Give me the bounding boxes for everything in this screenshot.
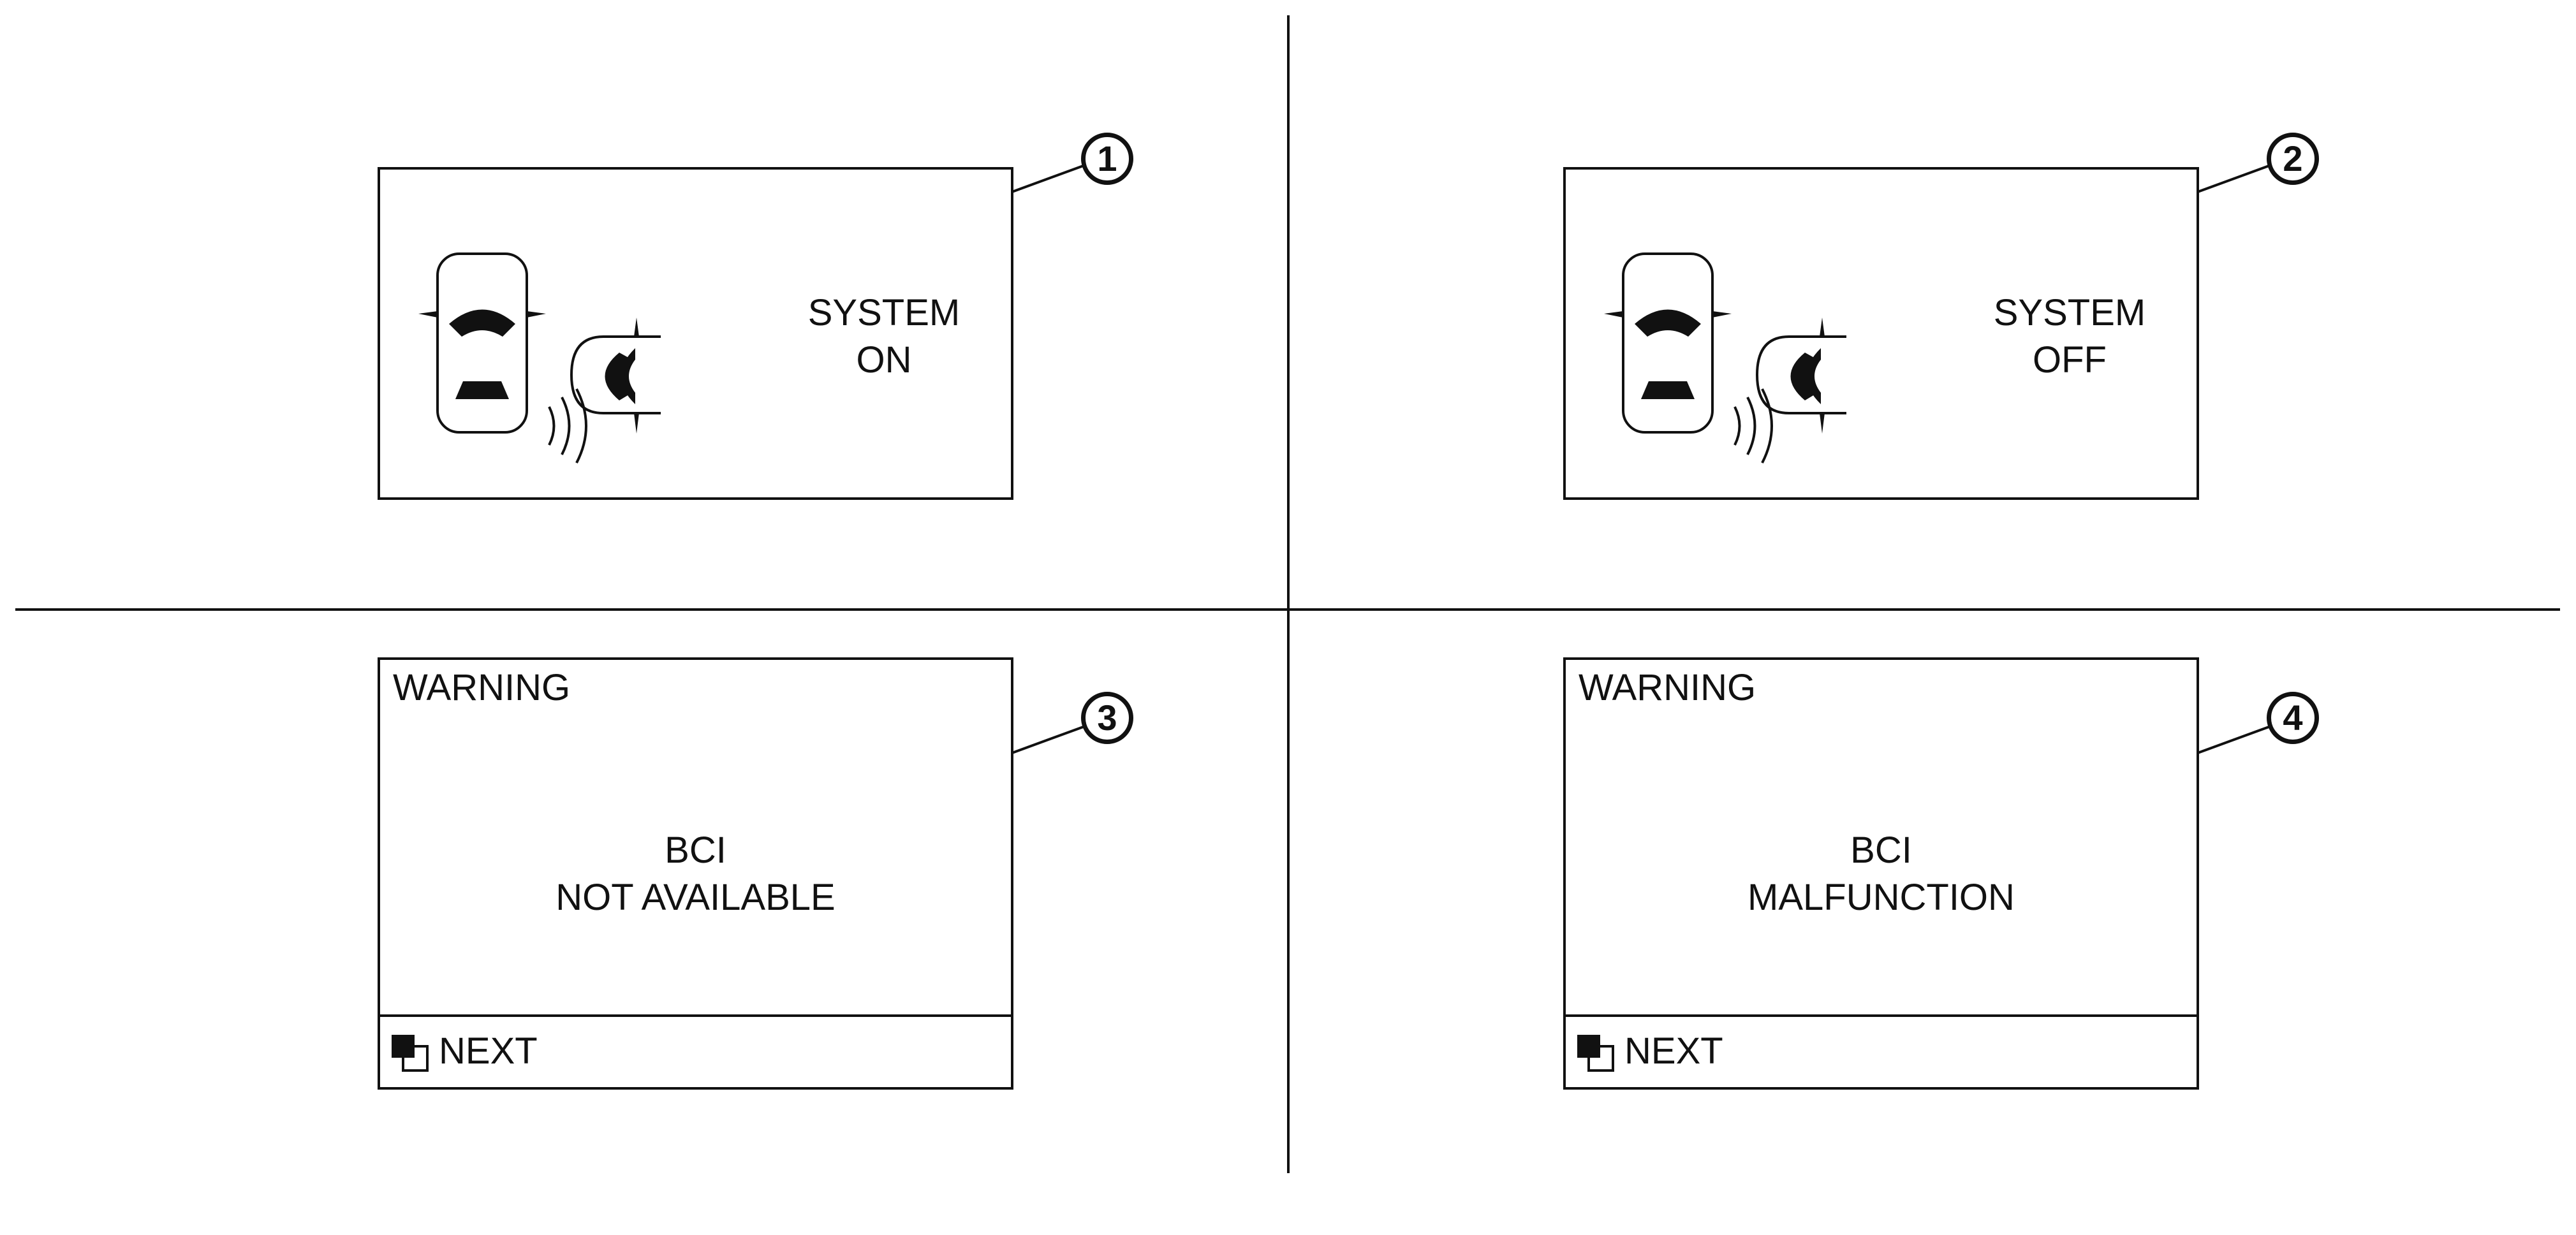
panel-warning-malfunction: WARNING BCI MALFUNCTION NEXT (1563, 657, 2199, 1090)
status-line-2: ON (856, 339, 912, 381)
bci-vehicle-sensor-icon (418, 252, 661, 464)
message-line-1: BCI (1850, 829, 1912, 871)
panel-warning-not-available: WARNING BCI NOT AVAILABLE NEXT (378, 657, 1013, 1090)
message-line-2: MALFUNCTION (1748, 877, 2015, 918)
panel-footer: NEXT (1566, 1014, 2197, 1087)
callout-badge-2: 2 (2267, 133, 2319, 185)
next-label[interactable]: NEXT (439, 1030, 538, 1072)
next-switch-icon (392, 1035, 429, 1072)
panel-footer: NEXT (380, 1014, 1011, 1087)
horizontal-divider (15, 608, 2560, 611)
bci-vehicle-sensor-icon (1604, 252, 1846, 464)
message-line-2: NOT AVAILABLE (556, 877, 835, 918)
panel-system-on: SYSTEM ON (378, 167, 1013, 500)
next-label[interactable]: NEXT (1624, 1030, 1723, 1072)
status-line-2: OFF (2033, 339, 2107, 381)
warning-header: WARNING (1579, 667, 1756, 708)
message-line-1: BCI (665, 829, 726, 871)
status-line-1: SYSTEM (1993, 292, 2146, 333)
warning-header: WARNING (393, 667, 571, 708)
callout-badge-1: 1 (1081, 133, 1133, 185)
callout-badge-4: 4 (2267, 692, 2319, 744)
callout-badge-3: 3 (1081, 692, 1133, 744)
next-switch-icon (1577, 1035, 1614, 1072)
panel-system-off: SYSTEM OFF (1563, 167, 2199, 500)
status-line-1: SYSTEM (807, 292, 960, 333)
vertical-divider (1287, 15, 1290, 1173)
